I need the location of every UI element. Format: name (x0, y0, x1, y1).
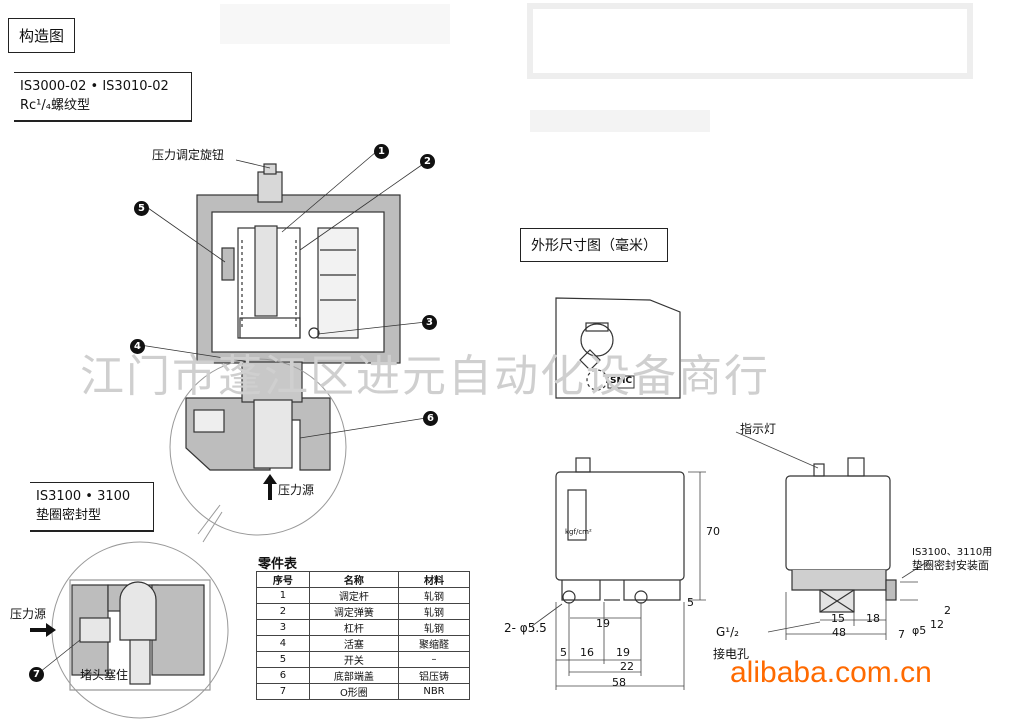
model-b-line2: 垫圈密封型 (36, 508, 102, 523)
leader-lines (39, 151, 427, 673)
model-a-line1: IS3000-02 • IS3010-02 (20, 79, 169, 94)
side-view (785, 457, 897, 613)
gauge-unit: kgf/cm² (565, 528, 592, 536)
gasket-note-line2: 垫圈密封安装面 (912, 559, 989, 572)
top-view (555, 297, 681, 399)
pressure-knob-label: 压力调定旋钮 (152, 148, 225, 162)
thread-label: G¹/₂ (716, 625, 739, 639)
gasket-detail (69, 579, 211, 691)
callout-4: 4 (130, 339, 145, 354)
site-watermark: alibaba.com.cn (730, 656, 932, 689)
dim-70: 70 (706, 525, 720, 538)
parts-table-title: 零件表 (258, 557, 298, 572)
structure-title-text: 构造图 (19, 27, 65, 45)
model-b-line1: IS3100 • 3100 (36, 489, 131, 504)
dim-19b: 19 (616, 646, 630, 659)
hole-dia-label: 2- φ5.5 (504, 621, 547, 635)
dim-phi5: φ5 (912, 624, 927, 637)
dim-2: 2 (944, 604, 951, 617)
ghost-watermark-graphics (220, 3, 973, 132)
cell: NBR (397, 683, 471, 700)
dimensions-title: 外形尺寸图（毫米） (520, 228, 668, 262)
smc-badge (607, 375, 635, 389)
callout-6: 6 (423, 411, 438, 426)
dim-5-right: 5 (687, 596, 694, 609)
watermark: 江门市蓬江区进元自动化设备商行 (80, 351, 770, 402)
model-a-box: IS3000-02 • IS3010-02 Rc¹/₄螺纹型 (14, 72, 192, 122)
structure-title: 构造图 (8, 18, 76, 53)
callout-1: 1 (374, 144, 389, 159)
pressure-arrow-upper (263, 474, 277, 500)
plug-label: 堵头塞住 (80, 668, 129, 682)
dimensions-title-text: 外形尺寸图（毫米） (531, 238, 657, 254)
dim-5-left: 5 (560, 646, 567, 659)
base-cover (185, 361, 331, 471)
dim-22: 22 (620, 660, 634, 673)
pressure-source-lower-label: 压力源 (10, 607, 47, 621)
dim-18: 18 (866, 612, 880, 625)
dim-12: 12 (930, 618, 944, 631)
mechanism (221, 225, 359, 339)
wire-hole-label: 接电孔 (713, 647, 750, 661)
dimension-lines (531, 431, 931, 690)
adjustment-knob (257, 163, 283, 203)
dim-15: 15 (831, 612, 845, 625)
pressure-arrow-lower (30, 623, 56, 637)
smc-brand: SMC (610, 376, 633, 386)
callout-3: 3 (422, 315, 437, 330)
cell: O形圈 (308, 683, 399, 700)
indicator-label: 指示灯 (740, 422, 777, 436)
pressure-source-upper-label: 压力源 (278, 483, 315, 497)
dim-48: 48 (832, 626, 846, 639)
detail-circle-upper (169, 358, 347, 536)
callout-7: 7 (29, 667, 44, 682)
dim-58: 58 (612, 676, 626, 689)
model-b-box: IS3100 • 3100 垫圈密封型 (30, 482, 154, 532)
model-a-line2: Rc¹/₄螺纹型 (20, 98, 90, 113)
dim-19a: 19 (596, 617, 610, 630)
dim-7: 7 (898, 628, 905, 641)
callout-5: 5 (134, 201, 149, 216)
gasket-note-line1: IS3100、3110用 (912, 547, 993, 558)
callout-2: 2 (420, 154, 435, 169)
dim-16: 16 (580, 646, 594, 659)
